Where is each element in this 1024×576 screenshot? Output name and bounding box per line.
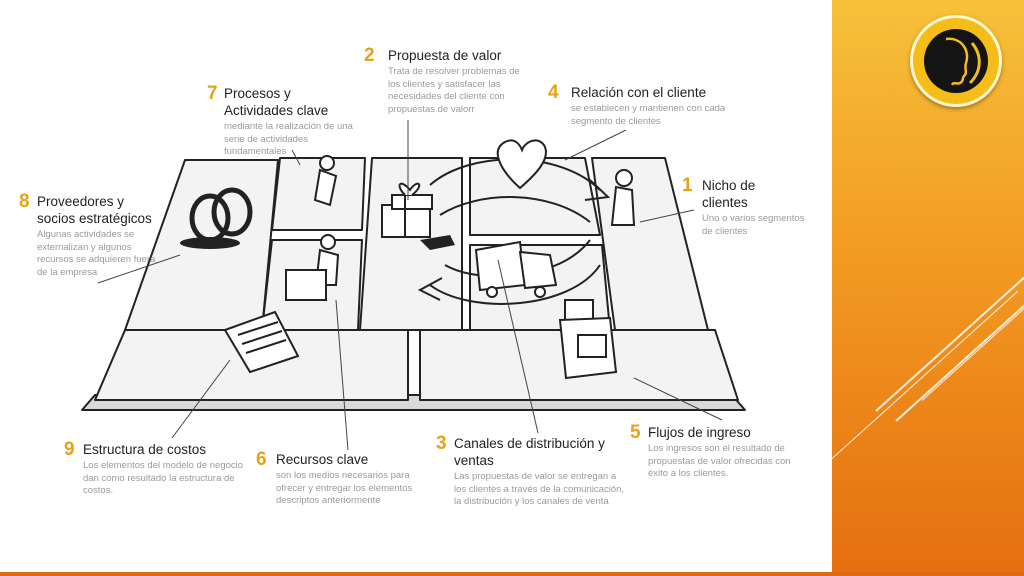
block-number: 2: [364, 45, 375, 66]
block-title: Relación con el cliente: [571, 85, 707, 100]
block-title: Propuesta de valor: [388, 48, 502, 63]
block-description: Los elementos del modelo de negocio dan …: [83, 460, 244, 496]
logo: [910, 15, 1002, 107]
block-description: son los medios necesarios para ofrecer y…: [276, 470, 413, 506]
block-description: Algunas actividades se externalizan y al…: [37, 229, 156, 278]
block-number: 8: [19, 191, 30, 212]
block-proveedores: 8 Proveedores y socios estratégicos Algu…: [19, 191, 157, 279]
block-title: Procesos y Actividades clave: [224, 86, 329, 118]
block-relacion-cliente: 4 Relación con el cliente se establecen …: [548, 82, 736, 128]
block-title: Estructura de costos: [83, 442, 207, 457]
block-estructura-costos: 9 Estructura de costos Los elementos del…: [64, 439, 253, 498]
block-title: Nicho de clientes: [702, 178, 756, 210]
block-nicho-clientes: 1 Nicho de clientes Uno o varios segment…: [682, 175, 812, 238]
decorative-line: [875, 276, 1024, 412]
person-icon: [285, 155, 636, 301]
business-model-canvas-illustration: [81, 120, 746, 451]
block-number: 4: [548, 82, 559, 103]
block-number: 9: [64, 439, 75, 460]
heart-icon: [496, 139, 547, 190]
document-icon: [223, 310, 300, 374]
block-title: Flujos de ingreso: [648, 425, 751, 440]
gift-icon: [381, 182, 433, 238]
block-number: 7: [207, 83, 218, 104]
block-description: mediante la realización de una serie de …: [224, 121, 353, 157]
block-number: 3: [436, 433, 447, 454]
block-number: 6: [256, 449, 267, 470]
block-flujos-ingreso: 5 Flujos de ingreso Los ingresos son el …: [630, 422, 808, 481]
block-propuesta-de-valor: 2 Propuesta de valor Trata de resolver p…: [364, 45, 528, 116]
block-number: 5: [630, 422, 641, 443]
block-description: Uno o varios segmentos de clientes: [702, 213, 805, 237]
decorative-line: [832, 290, 1019, 459]
truck-icon: [474, 240, 558, 298]
block-number: 1: [682, 175, 693, 196]
block-recursos-clave: 6 Recursos clave son los medios necesari…: [256, 449, 426, 508]
block-procesos: 7 Procesos y Actividades clave mediante …: [207, 83, 359, 159]
block-description: Trata de resolver problemas de los clien…: [388, 66, 520, 115]
block-title: Canales de distribución y ventas: [454, 436, 605, 468]
block-description: Los ingresos son el resultado de propues…: [648, 443, 791, 479]
profile-silhouette-icon: [924, 29, 988, 93]
block-title: Proveedores y socios estratégicos: [37, 194, 152, 226]
block-description: se establecen y mantienen con cada segme…: [571, 103, 726, 127]
bottom-bar: [0, 572, 1024, 576]
block-description: Las propuestas de valor se entregan a lo…: [454, 471, 625, 507]
cash-register-icon: [558, 299, 618, 380]
decorative-line: [895, 299, 1024, 422]
block-title: Recursos clave: [276, 452, 369, 467]
block-canales: 3 Canales de distribución y ventas Las p…: [436, 433, 626, 509]
